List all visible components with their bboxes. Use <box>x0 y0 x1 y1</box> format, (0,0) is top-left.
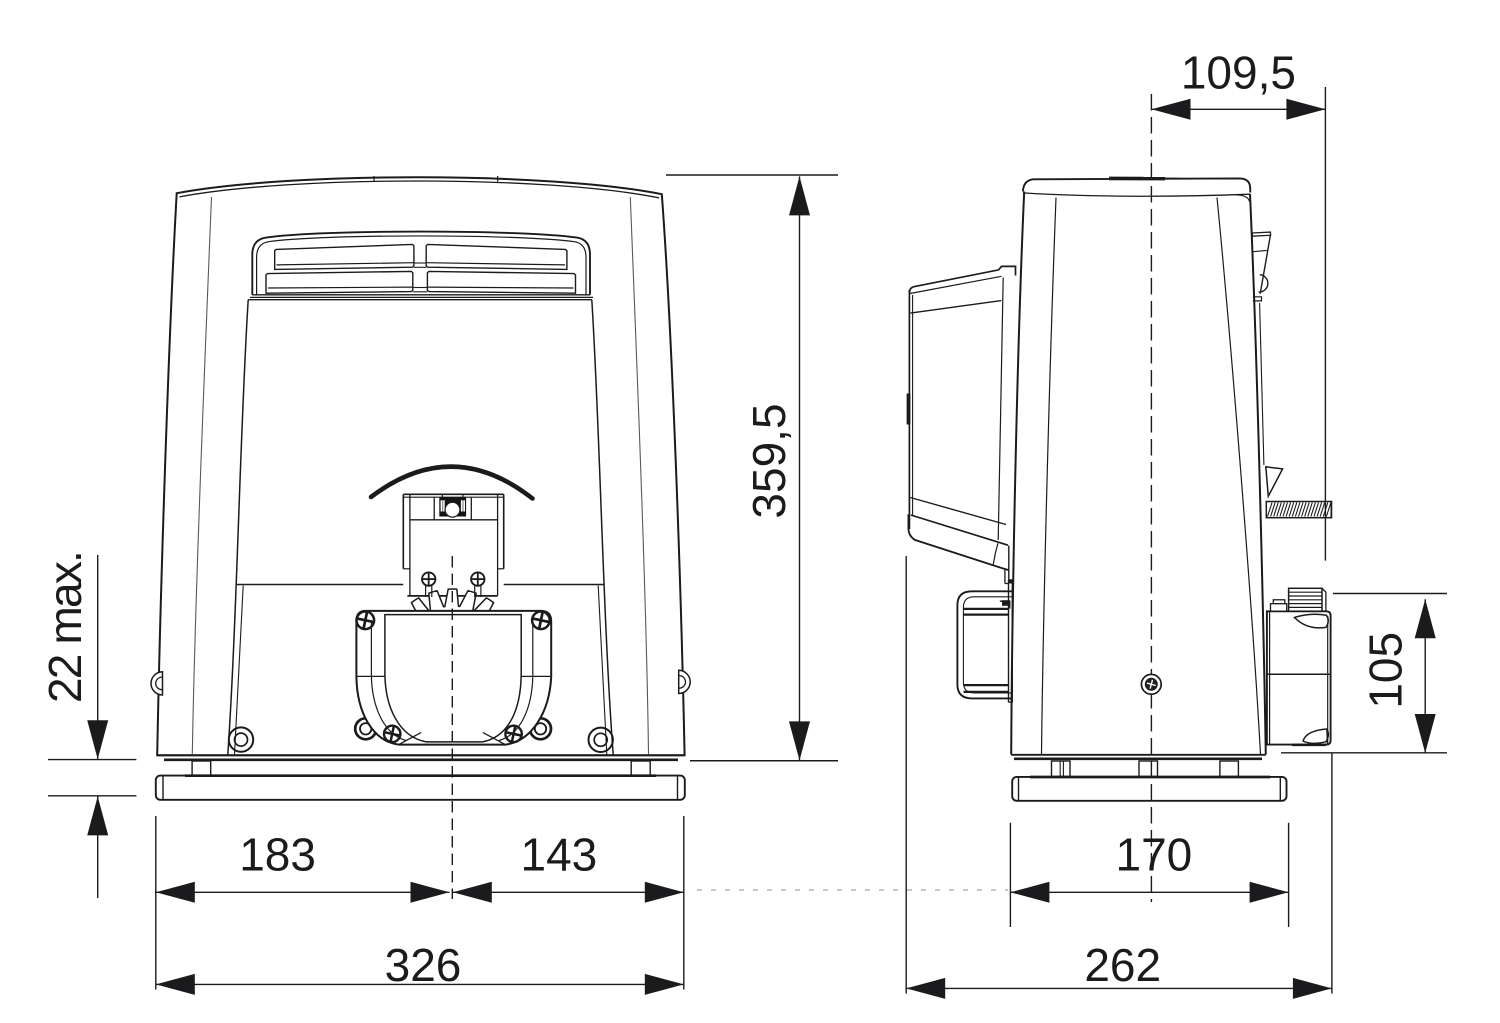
svg-text:22 max.: 22 max. <box>39 552 91 703</box>
svg-text:109,5: 109,5 <box>1181 47 1296 99</box>
svg-text:105: 105 <box>1360 632 1412 709</box>
svg-text:359,5: 359,5 <box>743 403 795 518</box>
svg-text:262: 262 <box>1084 939 1161 991</box>
svg-text:183: 183 <box>239 829 316 881</box>
svg-text:326: 326 <box>385 939 462 991</box>
svg-text:143: 143 <box>521 829 598 881</box>
svg-text:170: 170 <box>1116 829 1193 881</box>
